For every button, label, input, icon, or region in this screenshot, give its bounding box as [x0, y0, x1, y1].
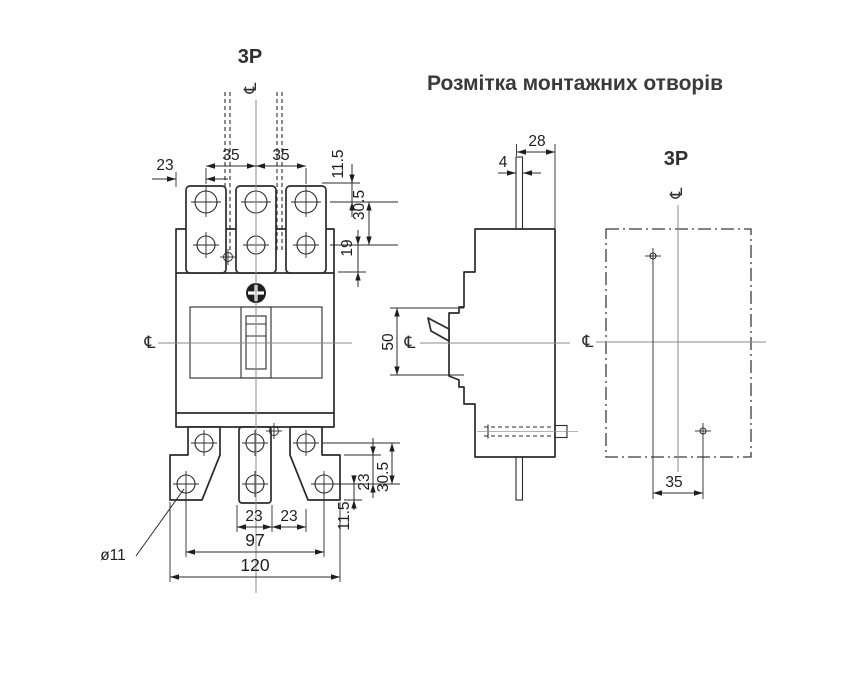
front-view: ℄ ℄ 3P 35 35 23 11.5 — [100, 46, 400, 593]
top-terminal-blade — [515, 156, 524, 230]
centerline-symbol: ℄ — [667, 187, 687, 199]
dim-hole-horizontal-spacing: 35 — [665, 474, 682, 491]
small-hole-crosshair-icon — [266, 423, 282, 439]
dim-terminal-hole-to-body: 19 — [339, 239, 356, 256]
hole-crosshair-icon — [242, 471, 268, 497]
dim-mounting-hole-span: 97 — [245, 530, 264, 550]
dim-terminal-hole-spacing: 30.5 — [351, 190, 368, 220]
dim-pole-spacing-left: 35 — [222, 147, 239, 164]
dim-bottom-hole-offset-left: 23 — [245, 508, 262, 525]
front-centerlines — [158, 100, 352, 593]
dim-overall-width: 120 — [240, 555, 269, 575]
dim-edge-to-first-pole: 23 — [156, 157, 173, 174]
dim-terminal-to-back: 28 — [528, 133, 545, 150]
front-bottom-dimensions: 23 23 97 120 30.5 23 — [100, 438, 400, 582]
dim-bottom-foot-to-hole: 11.5 — [336, 501, 353, 530]
mounting-layout-label: 3P — [664, 148, 688, 170]
front-view-label: 3P — [238, 46, 262, 68]
dim-terminal-thickness: 4 — [499, 154, 508, 171]
mounting-layout-dimensions: 35 — [652, 263, 704, 499]
centerline-symbol: ℄ — [404, 333, 416, 353]
hole-crosshair-icon — [293, 232, 319, 258]
side-dimensions: 28 4 50 — [380, 133, 556, 376]
centerline-symbol: ℄ — [241, 82, 261, 94]
dim-pole-spacing-right: 35 — [272, 147, 289, 164]
dim-bottom-hole-offset-right: 23 — [280, 508, 297, 525]
front-top-dimensions: 35 35 23 11.5 30.5 19 — [152, 147, 398, 287]
right-mounting-foot — [289, 426, 341, 501]
hole-crosshair-icon — [293, 430, 319, 456]
dim-bottom-hole-spacing: 30.5 — [375, 462, 392, 492]
mounting-layout: ℄ ℄ 3P 35 — [582, 148, 766, 499]
side-view: ℄ 28 4 50 — [380, 133, 578, 501]
hole-crosshair-icon — [191, 187, 221, 217]
centerline-symbol: ℄ — [144, 333, 156, 353]
left-mounting-foot — [169, 426, 221, 501]
dim-terminal-top-to-hole: 11.5 — [330, 149, 347, 178]
hole-crosshair-icon — [291, 187, 321, 217]
dim-bottom-mid-spacing: 23 — [356, 473, 373, 490]
bottom-terminal-blade — [515, 456, 524, 501]
mounting-hole-marker-icon — [695, 423, 711, 439]
hidden-mounting-screw — [477, 424, 578, 439]
centerline-symbol: ℄ — [582, 332, 594, 352]
hole-crosshair-icon — [191, 430, 217, 456]
hole-crosshair-icon — [242, 430, 268, 456]
side-toggle-handle — [427, 317, 450, 342]
page-title: Розмітка монтажних отворів — [427, 72, 723, 95]
side-body-outline — [448, 228, 556, 458]
hole-crosshair-icon — [193, 232, 219, 258]
mounting-hole-marker-icon — [645, 248, 661, 264]
dim-mounting-hole-diameter: ø11 — [100, 547, 126, 564]
dim-handle-recess-height: 50 — [380, 333, 397, 351]
small-hole-crosshair-icon — [220, 249, 236, 265]
